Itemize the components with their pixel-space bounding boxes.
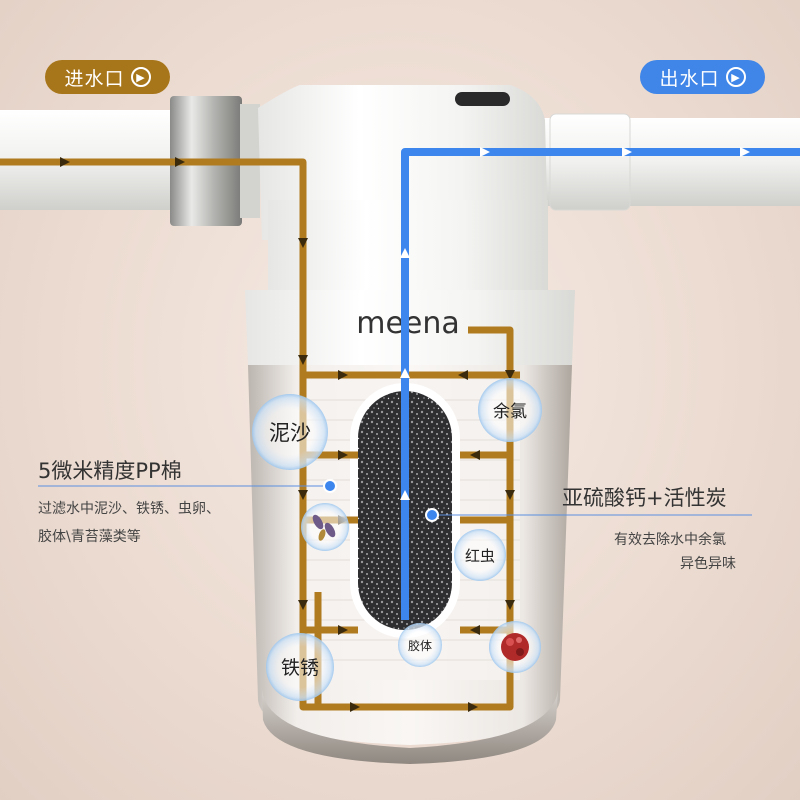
bubble-chlorine-label: 余氯 <box>493 402 527 422</box>
outlet-label: 出水口 <box>659 67 720 90</box>
bubble-sand: 泥沙 <box>252 394 328 470</box>
bubble-sand-label: 泥沙 <box>269 421 311 445</box>
bubble-chlorine: 余氯 <box>478 378 542 442</box>
carbon-filter-title: 亚硫酸钙+活性炭 <box>562 486 727 510</box>
bubble-algae <box>489 621 541 673</box>
arrow-right-icon: ▶ <box>130 67 151 87</box>
pipe-right <box>540 113 800 211</box>
algae-icon <box>501 633 529 661</box>
worm-egg-icon <box>312 514 336 541</box>
bubble-rust: 铁锈 <box>266 633 334 701</box>
bubble-worm-egg <box>301 503 349 551</box>
outlet-flow-path <box>401 148 800 620</box>
carbon-filter-desc-line2: 异色异味 <box>680 556 736 572</box>
outlet-badge: 出水口 ▶ <box>640 60 765 94</box>
inlet-label: 进水口 <box>64 67 125 90</box>
pp-filter-desc-line2: 胶体\青苔藻类等 <box>38 529 141 545</box>
bubble-red-worm: 红虫 <box>454 529 506 581</box>
arrow-right-icon: ▶ <box>725 67 746 87</box>
carbon-filter-desc-line1: 有效去除水中余氯 <box>614 532 726 548</box>
bubble-colloid-label: 胶体 <box>408 638 432 653</box>
bubble-red-worm-label: 红虫 <box>465 547 495 565</box>
bubble-colloid: 胶体 <box>398 623 442 667</box>
inlet-badge: 进水口 ▶ <box>45 60 170 94</box>
outlet-flow-arrows <box>400 147 750 500</box>
pp-filter-desc-line1: 过滤水中泥沙、铁锈、虫卵、 <box>38 501 220 517</box>
pp-pointer <box>38 479 337 493</box>
inlet-flow-arrows <box>60 157 515 712</box>
bubble-rust-label: 铁锈 <box>281 657 319 679</box>
carbon-pointer <box>425 508 752 522</box>
pp-filter-title: 5微米精度PP棉 <box>38 459 182 483</box>
